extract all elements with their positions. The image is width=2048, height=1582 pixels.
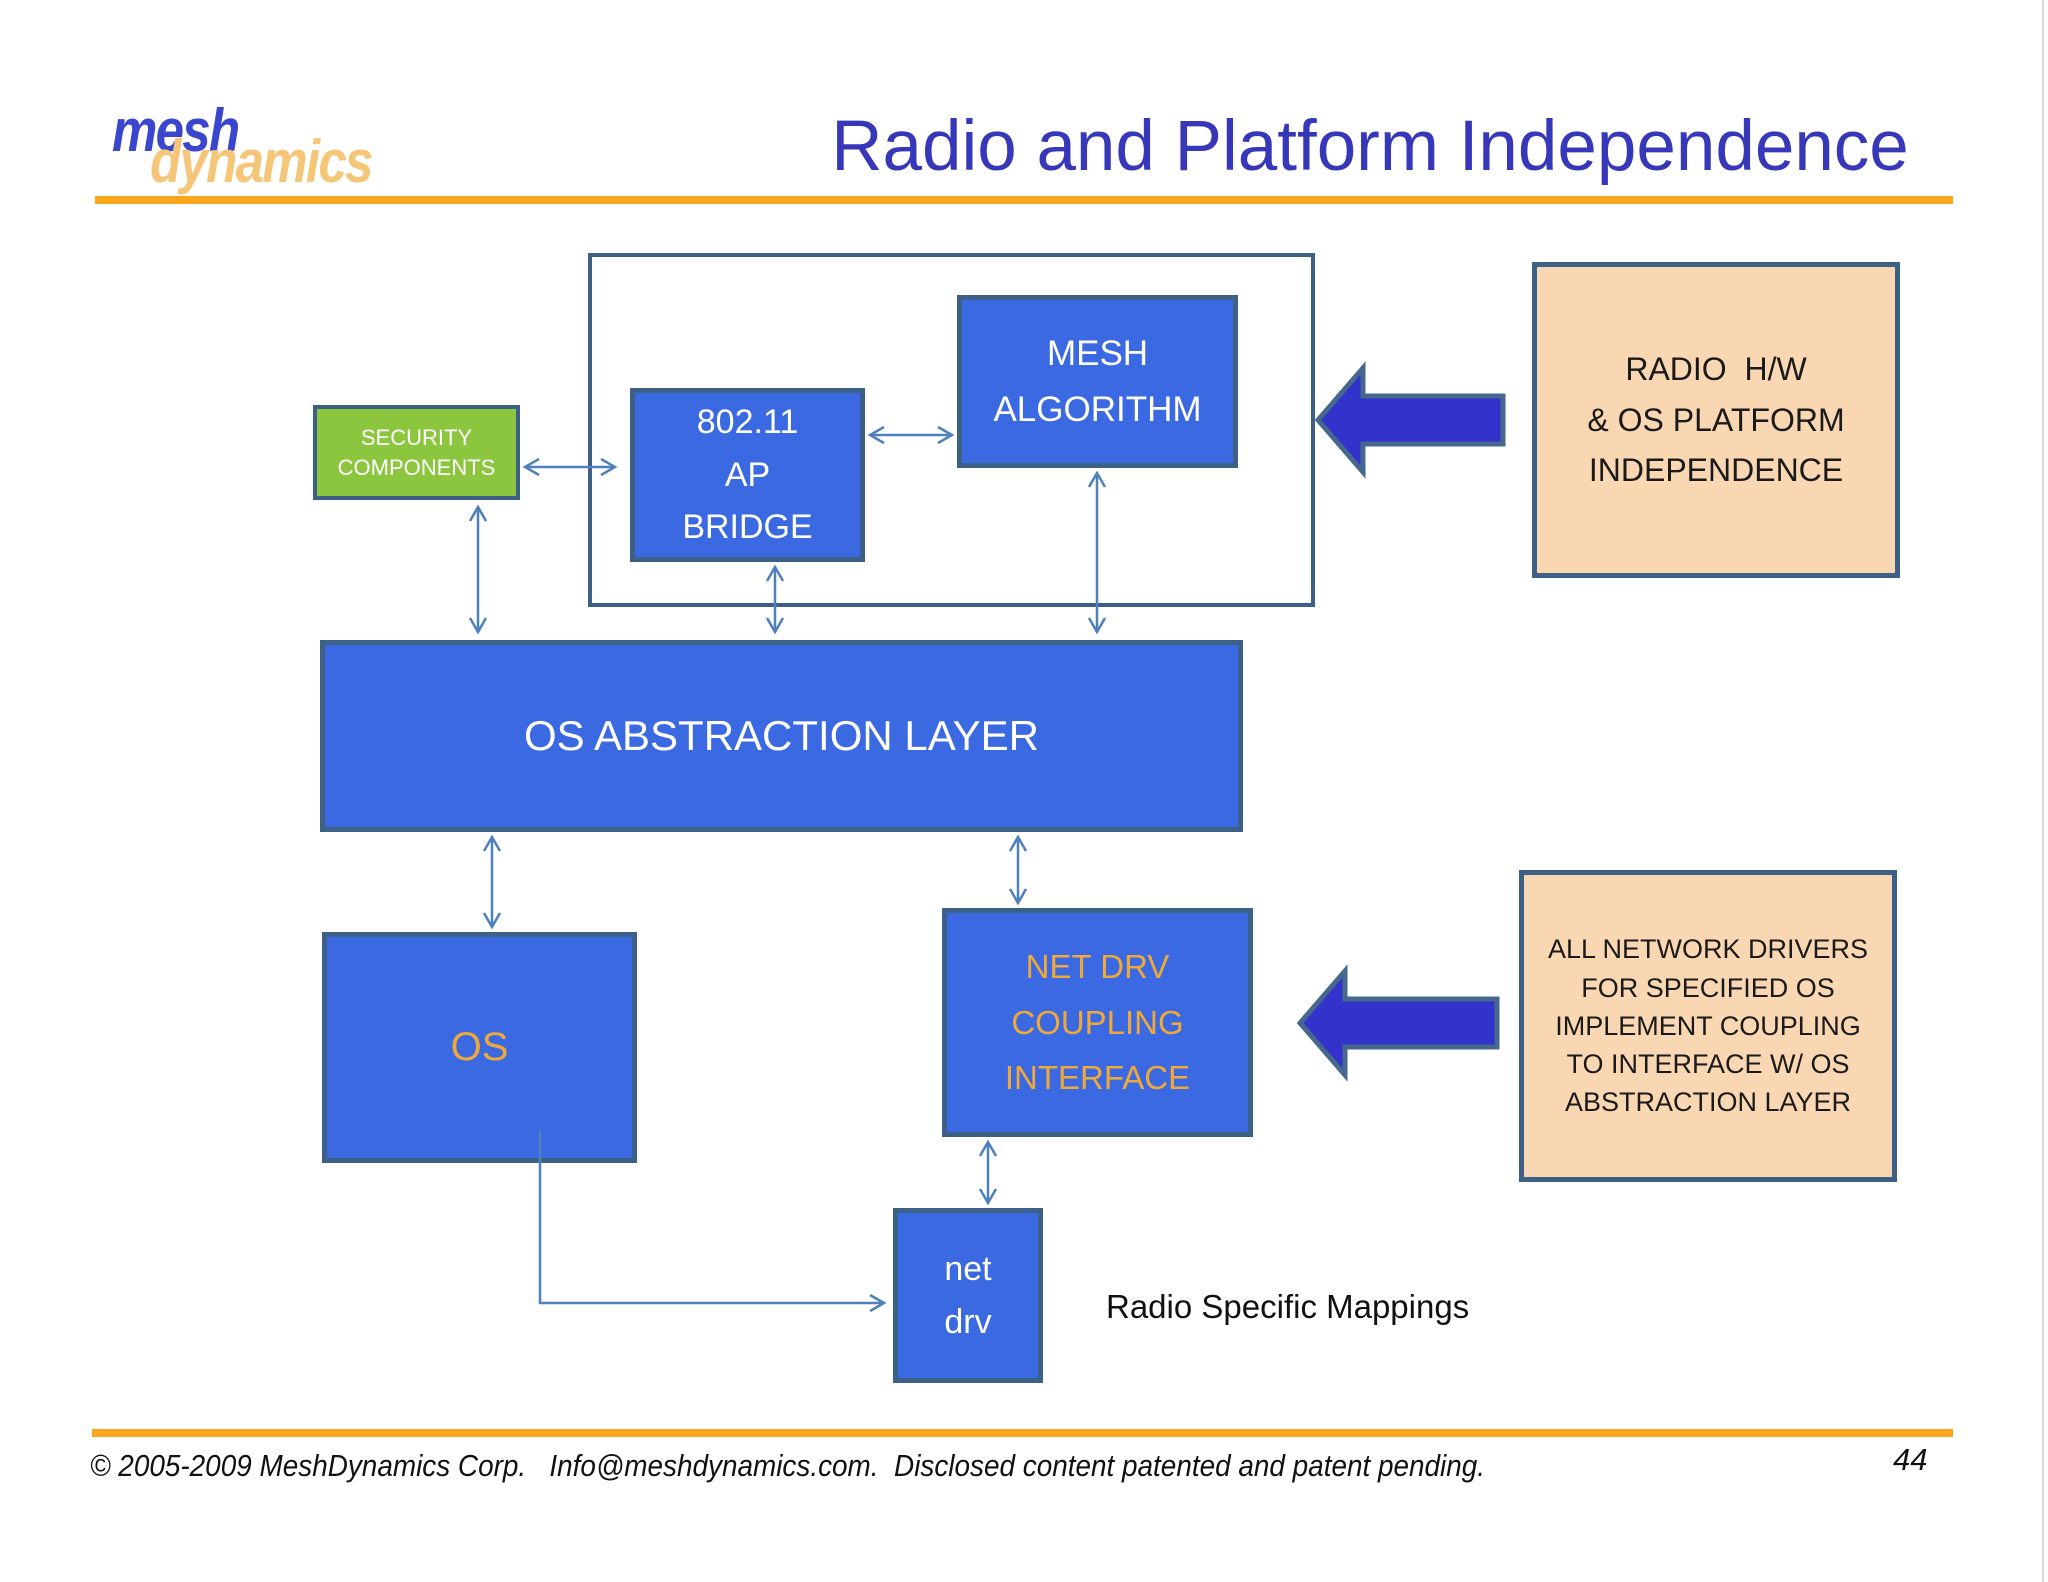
radio-hw-note-line: & OS PLATFORM <box>1587 401 1845 438</box>
network-drivers-note-line: TO INTERFACE W/ OS <box>1566 1049 1850 1080</box>
net-drv-coupling-label: NET DRV <box>1025 948 1170 986</box>
mesh-algorithm-box: MESH ALGORITHM <box>957 295 1238 468</box>
security-components-label: SECURITY <box>360 425 473 451</box>
network-drivers-note-line: FOR SPECIFIED OS <box>1581 972 1835 1003</box>
network-drivers-note-line: IMPLEMENT COUPLING <box>1555 1010 1861 1041</box>
security-components-box: SECURITY COMPONENTS <box>313 405 520 500</box>
ap-bridge-label: 802.11 <box>696 402 799 441</box>
mesh-algorithm-label: ALGORITHM <box>993 389 1202 429</box>
net-drv-label: drv <box>944 1302 992 1341</box>
ap-bridge-label: BRIDGE <box>682 508 813 547</box>
meshdynamics-logo-dynamics: dynamics <box>150 128 373 195</box>
radio-hw-block-arrow <box>1314 361 1506 479</box>
footer-copyright: © 2005-2009 MeshDynamics Corp. Info@mesh… <box>90 1448 1486 1483</box>
network-drivers-note: ALL NETWORK DRIVERS FOR SPECIFIED OS IMP… <box>1519 870 1897 1182</box>
mesh-module-group-frame <box>588 253 1315 607</box>
security-components-label: COMPONENTS <box>337 454 496 480</box>
page-number: 44 <box>1893 1442 1928 1477</box>
net-drv-coupling-label: INTERFACE <box>1004 1059 1191 1097</box>
radio-hw-note-line: INDEPENDENCE <box>1588 452 1844 489</box>
net-drv-label: net <box>944 1249 992 1288</box>
os-abstraction-layer-box: OS ABSTRACTION LAYER <box>320 640 1243 832</box>
network-drivers-block-arrow <box>1296 964 1500 1082</box>
os-abstraction-layer-label: OS ABSTRACTION LAYER <box>523 712 1039 759</box>
radio-hw-independence-note: RADIO H/W & OS PLATFORM INDEPENDENCE <box>1532 262 1900 578</box>
ap-bridge-box: 802.11 AP BRIDGE <box>630 388 865 562</box>
radio-specific-mappings-caption: Radio Specific Mappings <box>1106 1288 1470 1325</box>
radio-hw-note-line: RADIO H/W <box>1625 351 1807 388</box>
net-drv-box: net drv <box>893 1208 1043 1383</box>
net-drv-coupling-interface-box: NET DRV COUPLING INTERFACE <box>942 908 1253 1137</box>
os-label: OS <box>450 1025 509 1069</box>
os-box: OS <box>322 932 637 1163</box>
footer-rule <box>92 1429 1953 1437</box>
ap-bridge-label: AP <box>724 455 771 494</box>
net-drv-coupling-label: COUPLING <box>1011 1003 1184 1041</box>
network-drivers-note-line: ALL NETWORK DRIVERS <box>1547 934 1869 965</box>
title-underline <box>95 196 1953 204</box>
network-drivers-note-line: ABSTRACTION LAYER <box>1564 1087 1852 1118</box>
slide-title: Radio and Platform Independence <box>831 107 1909 186</box>
meshdynamics-logo-mesh: mesh <box>112 97 240 164</box>
mesh-algorithm-label: MESH <box>1046 333 1149 373</box>
slide-right-edge-line <box>2042 0 2044 1582</box>
